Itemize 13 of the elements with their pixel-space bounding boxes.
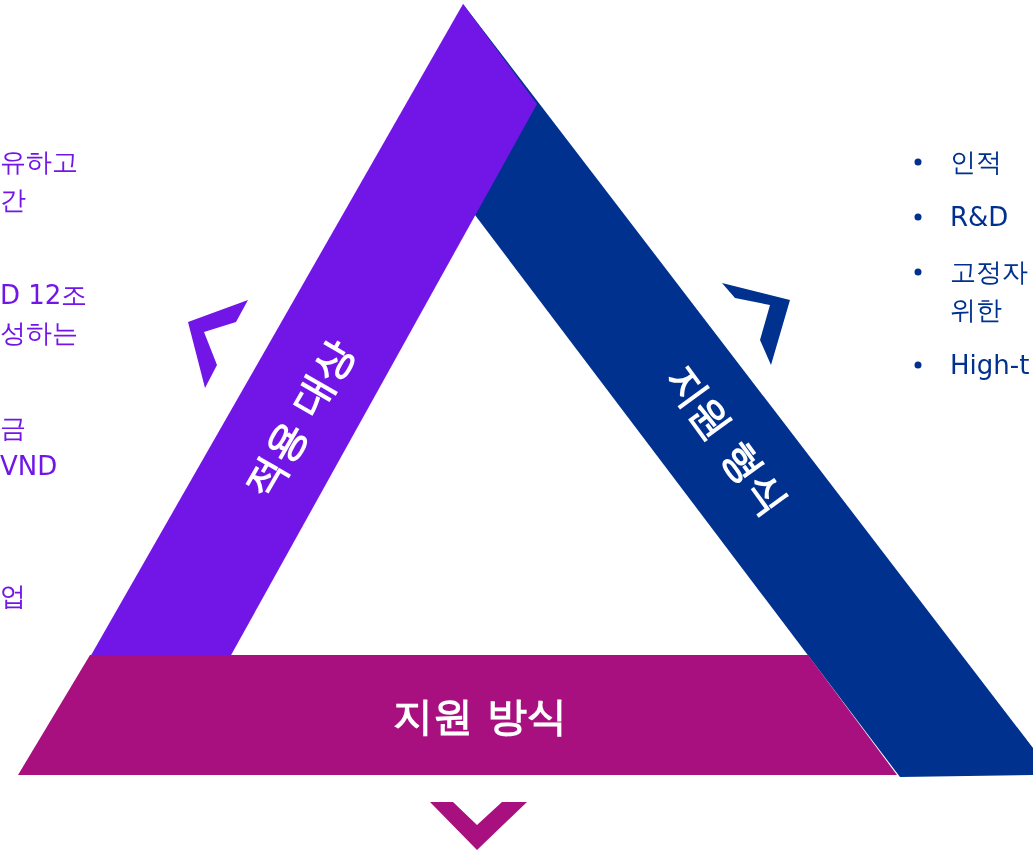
band-shape: [90, 4, 537, 657]
band-label: 적용 대상: [235, 329, 364, 507]
band-label: 지원 형식: [656, 354, 799, 526]
band-shape: [18, 655, 897, 775]
text-fragment: D 12조 성하는: [0, 279, 89, 350]
text-fragment: 유하고 간: [0, 146, 79, 217]
bullet-text: 고정자 위한: [950, 256, 1029, 327]
bullet-text: 인적: [950, 146, 1003, 179]
text-fragment: 업: [0, 580, 27, 613]
bullet-text: R&D: [950, 201, 1010, 234]
text-fragment: 금 VND: [0, 412, 59, 483]
band-label: 지원 방식: [393, 691, 567, 741]
bullet-text: High-t: [950, 349, 1031, 382]
